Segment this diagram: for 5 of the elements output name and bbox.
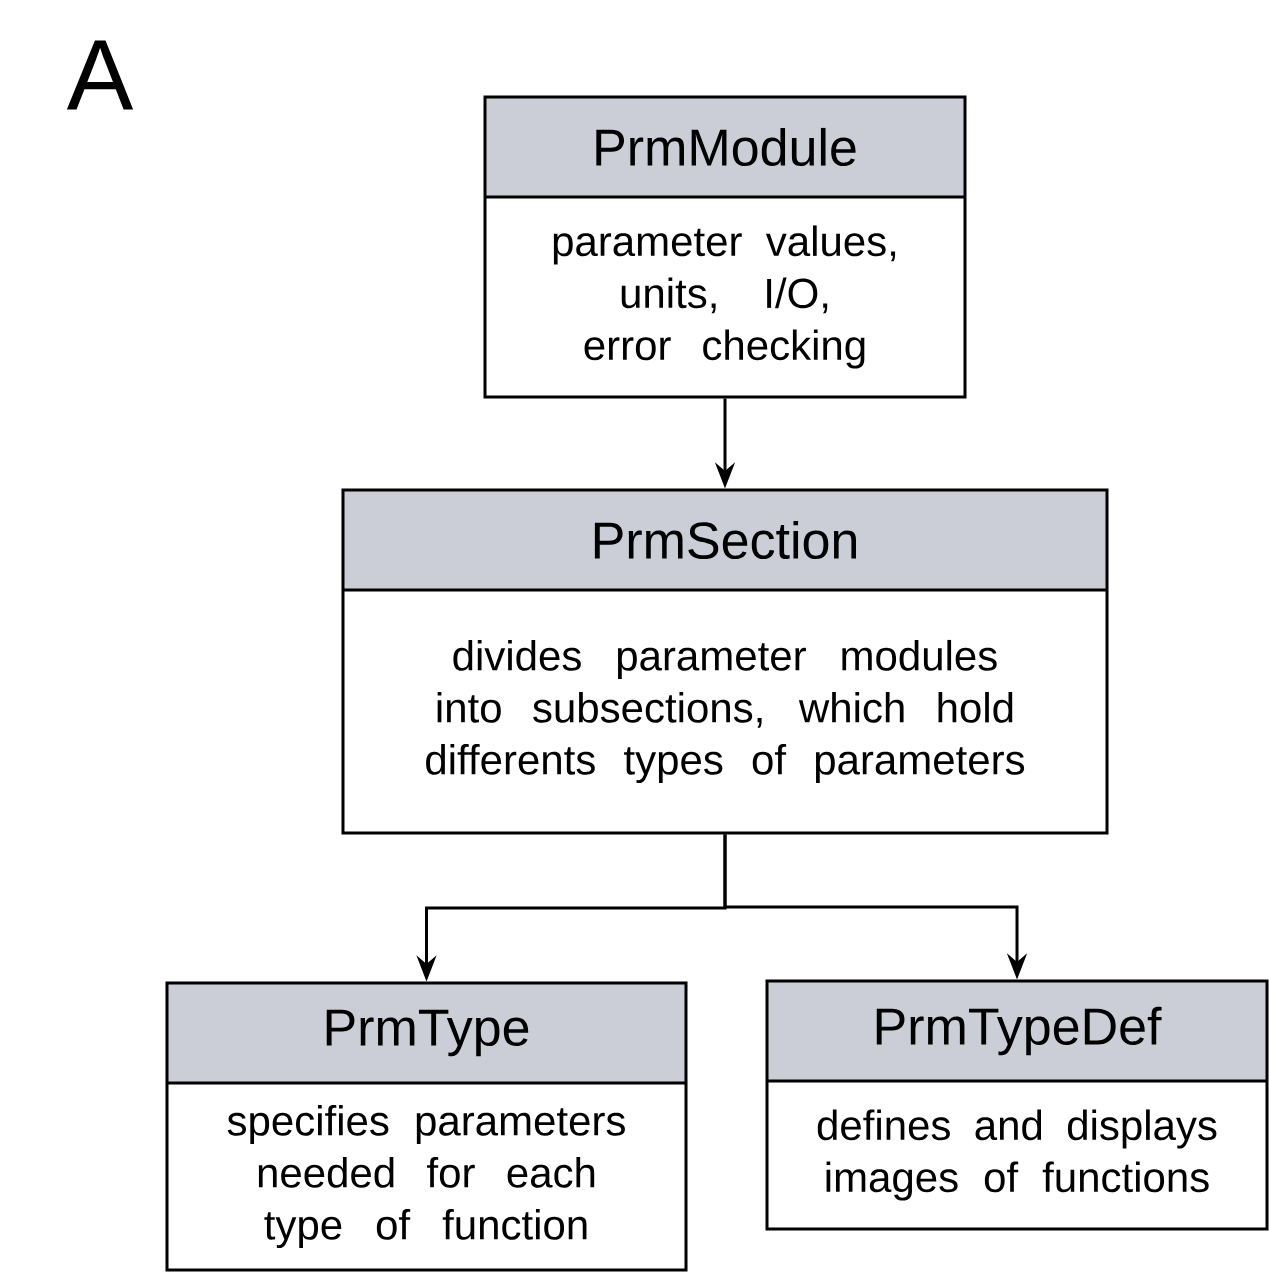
class-box: PrmModule parameter values, units, I/O, error checking (483, 95, 967, 399)
class-box: PrmType specifies parameters needed for each type of function (165, 981, 688, 1272)
panel-letter: A (66, 40, 134, 110)
class-box: PrmTypeDef defines and displays images of functions (765, 979, 1269, 1231)
class-box: PrmSection divides parameter modules into subsections, which hold differents types of parameters (341, 488, 1109, 835)
